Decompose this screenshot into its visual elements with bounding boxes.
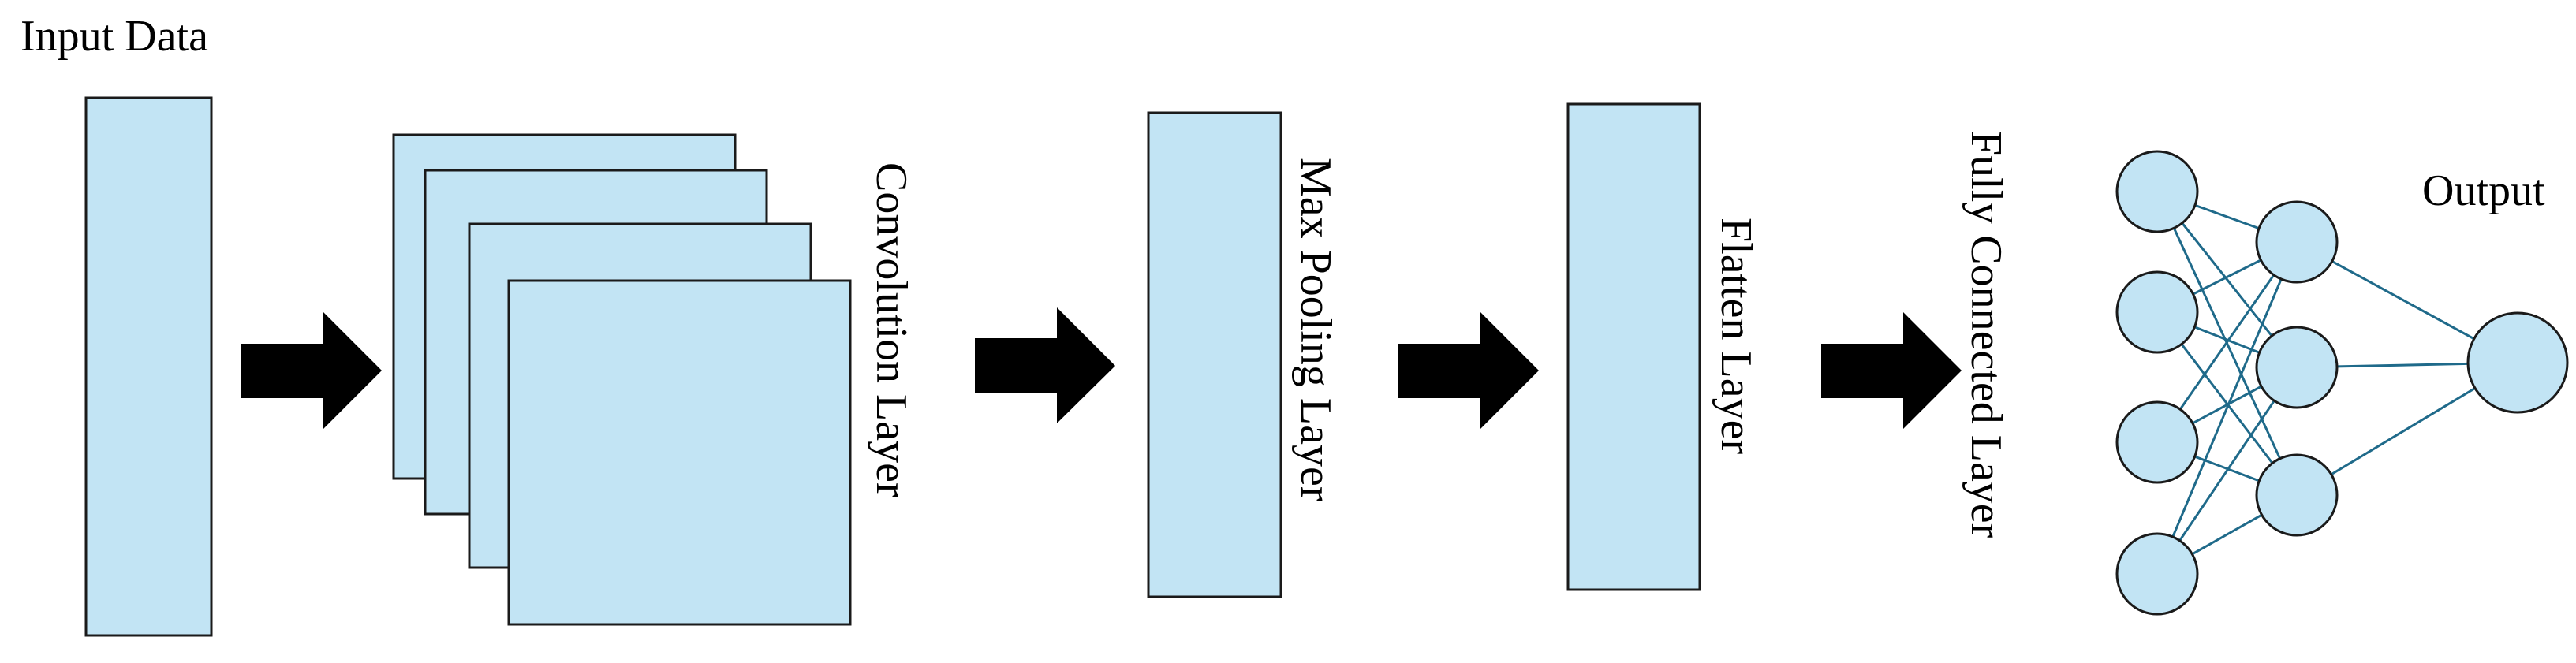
flatten-layer-label: Flatten Layer xyxy=(1712,218,1760,454)
max-pooling-block xyxy=(1147,111,1282,598)
input-neuron-2 xyxy=(2115,270,2199,354)
max-pooling-layer-label: Max Pooling Layer xyxy=(1291,158,1340,501)
arrow-input-to-conv xyxy=(241,312,382,429)
network-neurons xyxy=(2115,150,2569,616)
input-data-block xyxy=(84,96,213,637)
arrow-pool-to-flatten xyxy=(1398,312,1539,429)
input-neuron-1 xyxy=(2115,150,2199,233)
arrow-flatten-to-dense xyxy=(1821,312,1962,429)
input-neuron-4 xyxy=(2115,532,2199,616)
output-label: Output xyxy=(2422,166,2545,215)
convolution-feature-maps xyxy=(392,133,852,626)
flatten-block xyxy=(1566,102,1701,591)
convolution-layer-label: Convolution Layer xyxy=(867,162,916,497)
connection-l1-n4-to-n1 xyxy=(2156,241,2298,575)
input-neuron-3 xyxy=(2115,400,2199,484)
output-neuron-1 xyxy=(2466,311,2569,414)
input-data-label: Input Data xyxy=(21,12,208,61)
hidden-neuron-2 xyxy=(2255,326,2339,409)
connection-l1-n4-to-n2 xyxy=(2156,367,2298,575)
arrow-conv-to-pool xyxy=(975,307,1115,423)
fully-connected-layer-label: Fully Connected Layer xyxy=(1962,131,2010,538)
feature-map-4 xyxy=(507,279,852,626)
hidden-neuron-3 xyxy=(2255,453,2339,537)
hidden-neuron-1 xyxy=(2255,200,2339,284)
